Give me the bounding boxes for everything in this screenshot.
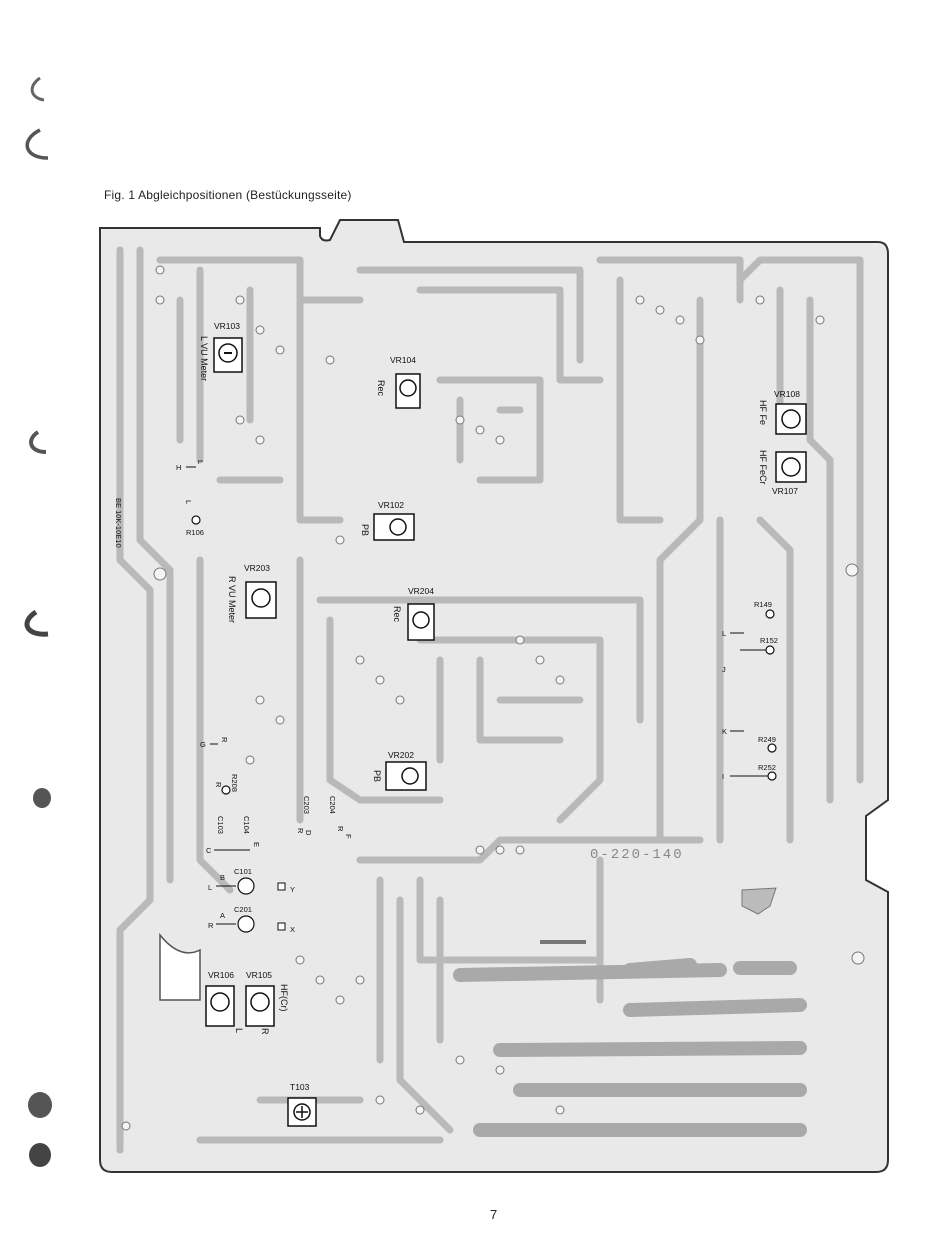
vr202-label: VR202 <box>388 750 414 760</box>
svg-text:K: K <box>722 727 727 736</box>
vr106-label: VR106 <box>208 970 234 980</box>
svg-text:R: R <box>296 828 305 834</box>
vr202-function: PB <box>372 770 382 782</box>
hf-cr-label: HF(Cr) <box>279 984 289 1012</box>
board-side-marking: BE 10K-10E10 <box>114 498 123 548</box>
vr108-label: VR108 <box>774 389 800 399</box>
svg-text:L: L <box>196 460 205 464</box>
svg-text:C104: C104 <box>242 816 251 834</box>
svg-text:A: A <box>220 911 225 920</box>
page-number: 7 <box>490 1207 497 1222</box>
vr103-function: L VU Meter <box>199 336 209 381</box>
svg-text:R: R <box>214 782 223 788</box>
svg-text:Y: Y <box>290 885 295 894</box>
svg-text:X: X <box>290 925 295 934</box>
svg-text:C101: C101 <box>234 867 252 876</box>
svg-text:R252: R252 <box>758 763 776 772</box>
svg-text:R106: R106 <box>186 528 204 537</box>
vr108-function: HF Fe <box>758 400 768 425</box>
svg-text:E: E <box>252 842 261 847</box>
vr105-label: VR105 <box>246 970 272 980</box>
svg-text:G: G <box>200 740 206 749</box>
vr102-function: PB <box>360 524 370 536</box>
vr102-label: VR102 <box>378 500 404 510</box>
svg-text:D: D <box>304 830 313 836</box>
svg-text:J: J <box>722 665 726 674</box>
svg-text:I: I <box>722 772 724 781</box>
svg-text:R249: R249 <box>758 735 776 744</box>
svg-text:B: B <box>220 873 225 882</box>
vr107-label: VR107 <box>772 486 798 496</box>
svg-text:L: L <box>184 500 193 504</box>
svg-text:C: C <box>206 846 212 855</box>
vr107-function: HF FeCr <box>758 450 768 485</box>
vr104-function: Rec <box>376 380 386 397</box>
svg-text:C204: C204 <box>328 796 337 814</box>
svg-text:H: H <box>176 463 181 472</box>
vr203-label: VR203 <box>244 563 270 573</box>
vr105-function: R <box>260 1028 270 1035</box>
vr104-label: VR104 <box>390 355 416 365</box>
ground-slot <box>540 940 586 944</box>
svg-text:R208: R208 <box>230 774 239 792</box>
svg-text:C201: C201 <box>234 905 252 914</box>
svg-text:L: L <box>722 629 726 638</box>
vr203-function: R VU Meter <box>227 576 237 623</box>
board-number: 0-220-140 <box>590 847 684 863</box>
vr204-label: VR204 <box>408 586 434 596</box>
svg-text:L: L <box>208 883 212 892</box>
svg-text:F: F <box>344 834 353 839</box>
vr204-function: Rec <box>392 606 402 623</box>
vr106-function: L <box>234 1028 244 1033</box>
vr103-label: VR103 <box>214 321 240 331</box>
svg-text:R152: R152 <box>760 636 778 645</box>
t103-label: T103 <box>290 1082 310 1092</box>
svg-text:C103: C103 <box>216 816 225 834</box>
svg-text:R: R <box>336 826 345 832</box>
svg-text:R: R <box>208 921 214 930</box>
svg-text:R: R <box>220 737 229 743</box>
svg-text:C203: C203 <box>302 796 311 814</box>
svg-text:R149: R149 <box>754 600 772 609</box>
